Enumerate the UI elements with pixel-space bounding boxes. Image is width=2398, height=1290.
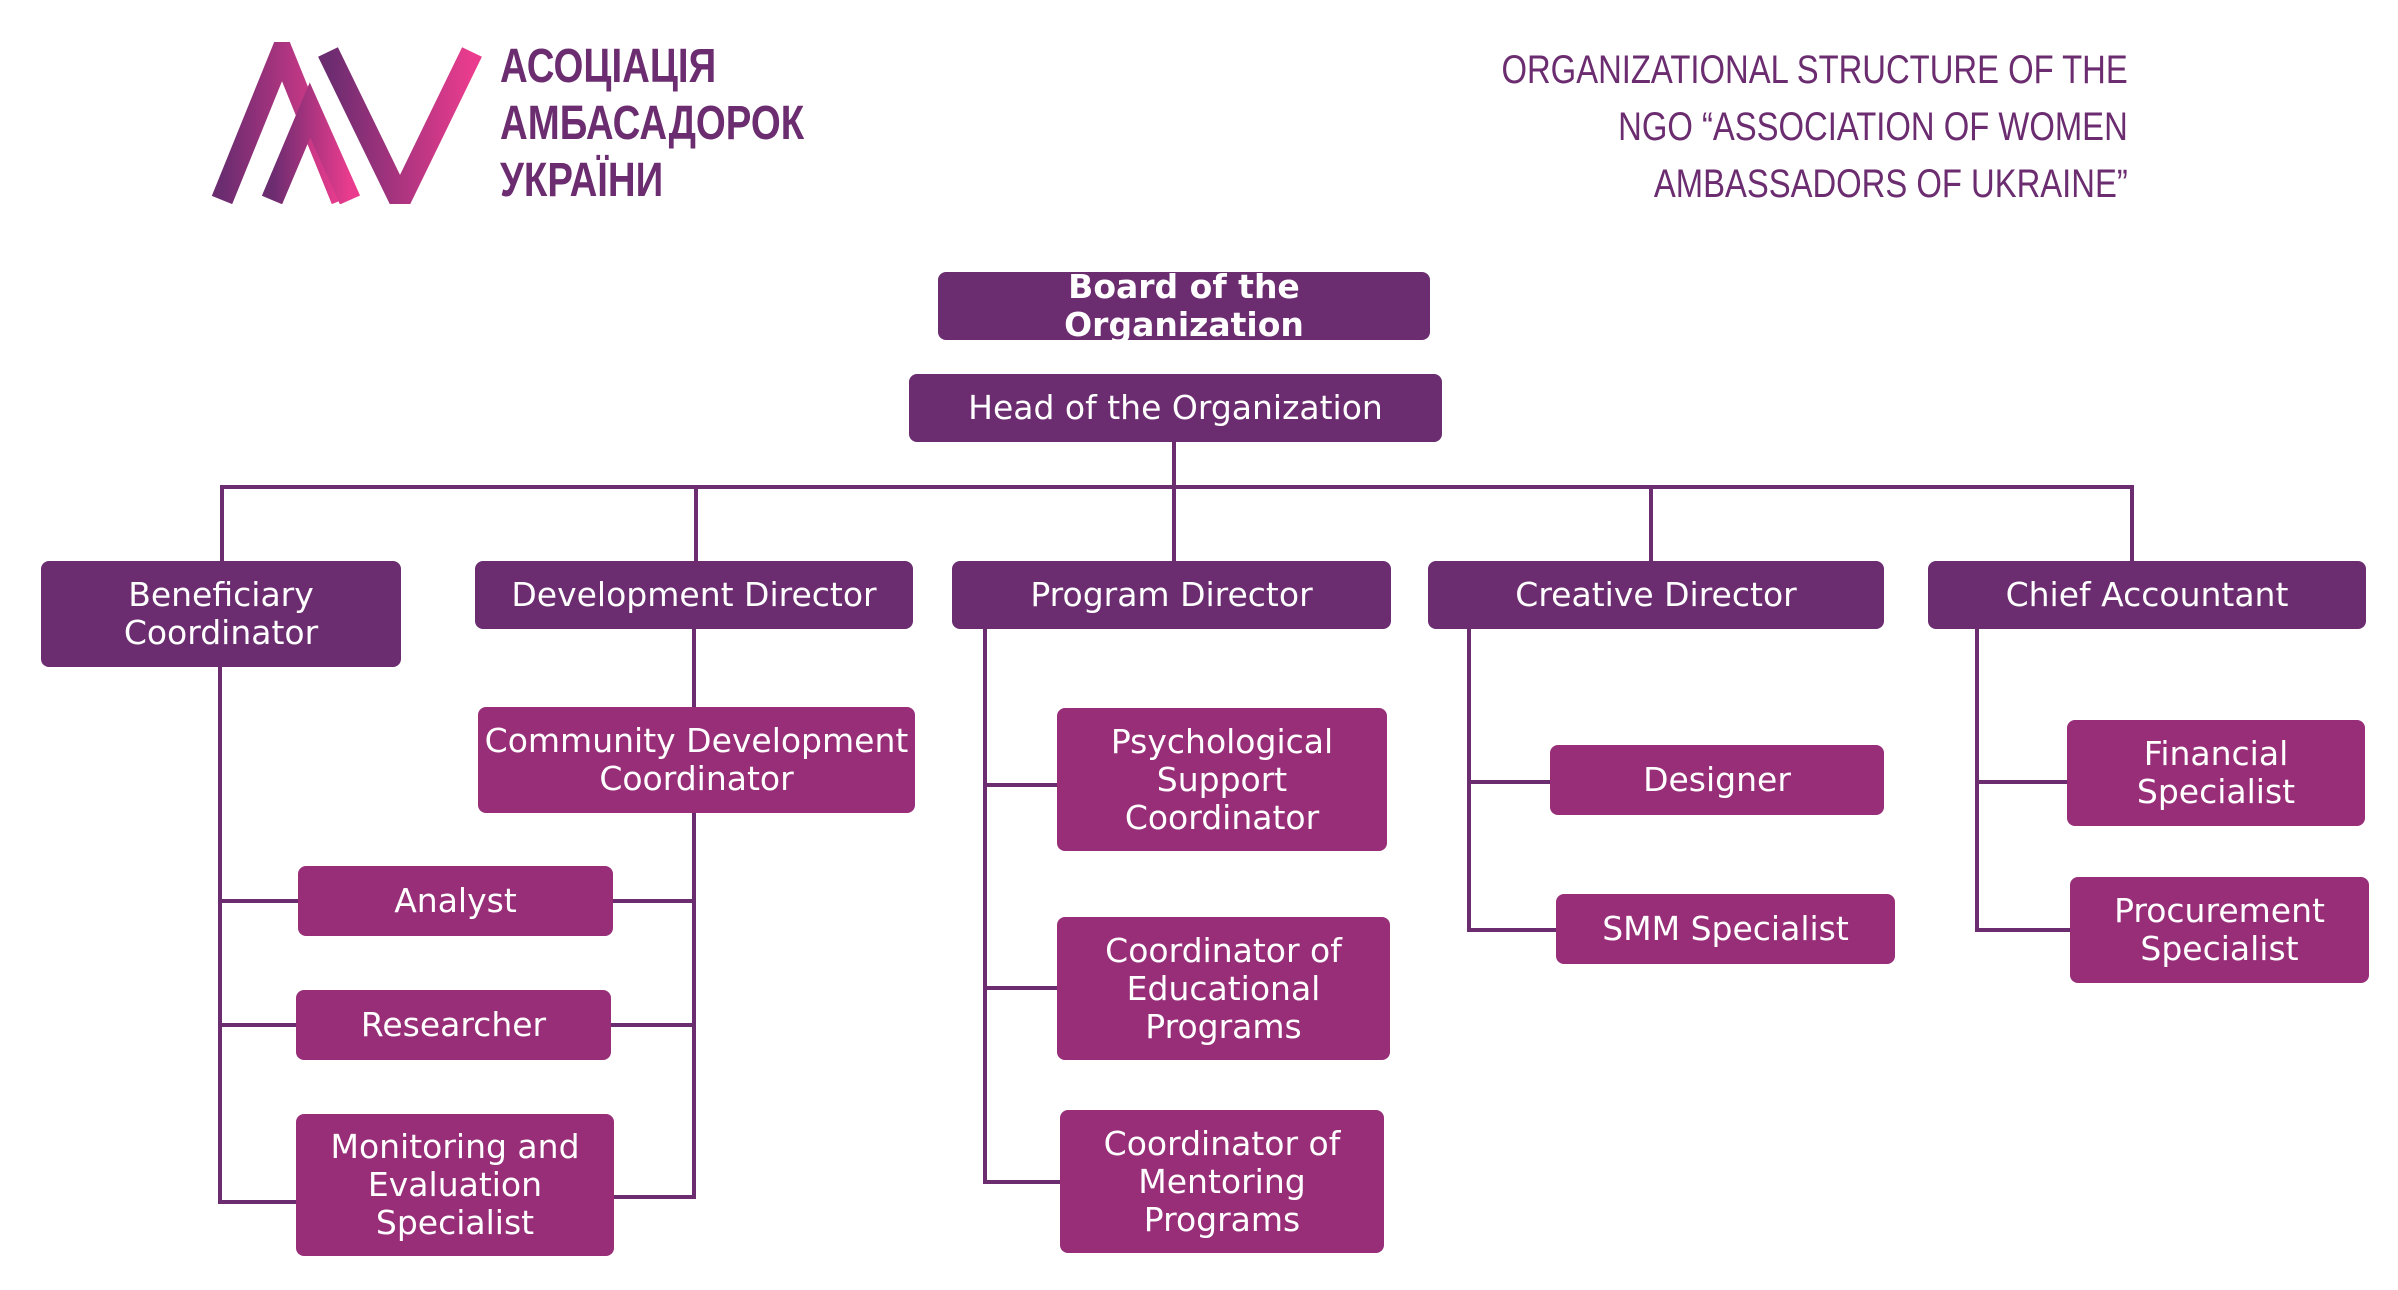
title-line-2: NGO “ASSOCIATION OF WOMEN bbox=[1618, 105, 2128, 149]
financial-specialist-node: Financial Specialist bbox=[2067, 720, 2365, 826]
head-of-the-organization-node: Head of the Organization bbox=[909, 374, 1442, 442]
program-director-node: Program Director bbox=[952, 561, 1391, 629]
title-line-3: AMBASSADORS OF UKRAINE” bbox=[1654, 162, 2128, 206]
logo-line-1: АСОЦІАЦІЯ bbox=[500, 40, 717, 93]
logo-wordmark: АСОЦІАЦІЯ АМБАСАДОРОК УКРАЇНИ bbox=[500, 38, 804, 209]
logo-line-2: АМБАСАДОРОК bbox=[500, 97, 805, 150]
development-director-node: Development Director bbox=[475, 561, 913, 629]
psychological-support-coordinator-node: Psychological Support Coordinator bbox=[1057, 708, 1387, 851]
procurement-specialist-node: Procurement Specialist bbox=[2070, 877, 2369, 983]
chief-accountant-node: Chief Accountant bbox=[1928, 561, 2366, 629]
coordinator-of-educational-programs-node: Coordinator of Educational Programs bbox=[1057, 917, 1390, 1060]
community-development-coordinator-node: Community Development Coordinator bbox=[478, 707, 915, 813]
document-title: ORGANIZATIONAL STRUCTURE OF THE NGO “ASS… bbox=[1502, 42, 2128, 213]
beneficiary-coordinator-node: Beneficiary Coordinator bbox=[41, 561, 401, 667]
creative-director-node: Creative Director bbox=[1428, 561, 1884, 629]
logo-mark bbox=[211, 42, 482, 204]
coordinator-of-mentoring-programs-node: Coordinator of Mentoring Programs bbox=[1060, 1110, 1384, 1253]
monitoring-and-evaluation-specialist-node: Monitoring and Evaluation Specialist bbox=[296, 1114, 614, 1256]
analyst-node: Analyst bbox=[298, 866, 613, 936]
board-of-the-organization-node: Board of the Organization bbox=[938, 268, 1430, 344]
smm-specialist-node: SMM Specialist bbox=[1556, 894, 1895, 964]
researcher-node: Researcher bbox=[296, 990, 611, 1060]
title-line-1: ORGANIZATIONAL STRUCTURE OF THE bbox=[1501, 48, 2128, 92]
logo-line-3: УКРАЇНИ bbox=[500, 154, 664, 207]
designer-node: Designer bbox=[1550, 745, 1884, 815]
